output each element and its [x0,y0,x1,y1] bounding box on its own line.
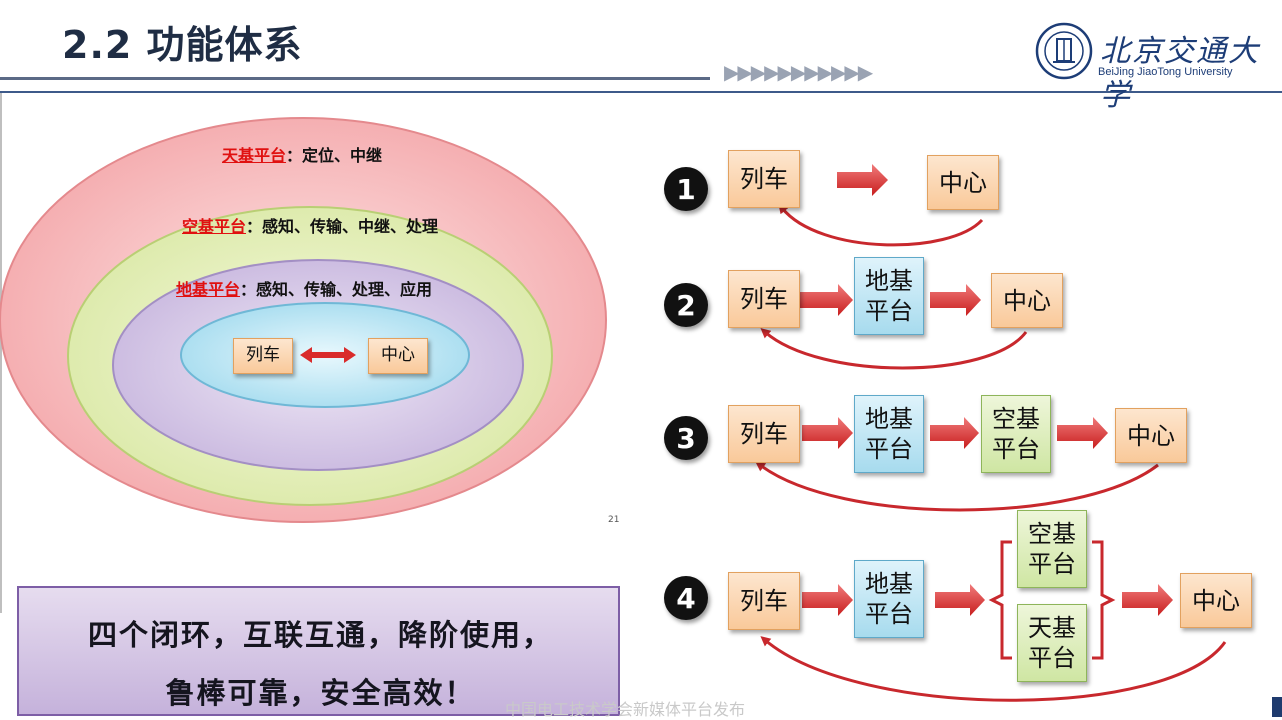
loops-diagram [755,164,1227,702]
loop4-ground-box: 地基平台 [854,560,924,638]
slogan-box: 四个闭环，互联互通，降阶使用， 鲁棒可靠，安全高效！ [17,586,620,716]
left-rule [0,93,2,613]
loop2-train-box: 列车 [728,270,800,328]
air-layer-label: 空基平台：感知、传输、中继、处理 [182,213,438,237]
nested-layers-diagram [0,117,607,523]
loop3-arrow-c-icon [1057,417,1108,449]
corner-mark [1272,697,1282,717]
bidirectional-arrow-icon [300,347,356,363]
space-layer-label: 天基平台：定位、中继 [222,142,382,166]
loop3-ground-box: 地基平台 [854,395,924,473]
loop2-number-badge: 2 [664,283,708,327]
loop4-arrow-c-icon [1122,584,1173,616]
header-divider [0,77,710,80]
air-layer-name: 空基平台 [182,217,247,236]
slogan-line-2: 鲁棒可靠，安全高效！ [165,676,476,710]
loop1-return-curve [778,203,984,247]
loop3-arrow-a-icon [802,417,853,449]
loop1-forward-arrow-icon [837,164,888,196]
loop1-train-box: 列车 [728,150,800,208]
loop4-arrow-a-icon [802,584,853,616]
loop2-arrow-b-icon [930,284,981,316]
slogan-line-1: 四个闭环，互联互通，降阶使用， [87,618,553,652]
air-layer-desc: ：感知、传输、中继、处理 [246,217,439,236]
core-center-box: 中心 [368,338,428,374]
loop3-air-box: 空基平台 [981,395,1051,473]
loop4-return-curve [760,636,1227,702]
space-layer-desc: ：定位、中继 [286,146,383,165]
loop4-arrow-b-icon [935,584,985,616]
loop4-number-badge: 4 [664,576,708,620]
loop1-center-box: 中心 [927,155,999,210]
loop3-arrow-b-icon [930,417,979,449]
loop4-space-box: 天基平台 [1017,604,1087,682]
university-seal-icon [1035,22,1093,80]
loop3-train-box: 列车 [728,405,800,463]
space-layer-name: 天基平台 [222,146,287,165]
loop4-bracket-left [988,540,1012,660]
university-name: 北京交通大学 [1100,34,1260,113]
loop4-air-box: 空基平台 [1017,510,1087,588]
loop1-number-badge: 1 [664,167,708,211]
page-number: 21 [608,515,620,525]
ground-layer-label: 地基平台：感知、传输、处理、应用 [176,276,432,300]
footer-watermark: 中国电工技术学会新媒体平台发布 [505,700,746,719]
loop4-center-box: 中心 [1180,573,1252,628]
loop2-arrow-a-icon [800,284,853,316]
page-title: 2.2 功能体系 [62,23,303,67]
loop3-return-curve [755,461,1159,512]
loop3-center-box: 中心 [1115,408,1187,463]
loop2-center-box: 中心 [991,273,1063,328]
core-train-box: 列车 [233,338,293,374]
header-chevrons: ▶▶▶▶▶▶▶▶▶▶▶ [724,60,873,84]
loop4-train-box: 列车 [728,572,800,630]
loop2-return-curve [760,328,1028,370]
loop2-ground-box: 地基平台 [854,257,924,335]
loop3-number-badge: 3 [664,416,708,460]
header-rule [0,91,1282,93]
university-english-name: BeiJing JiaoTong University [1098,66,1233,78]
ground-layer-name: 地基平台 [176,280,241,299]
ground-layer-desc: ：感知、传输、处理、应用 [240,280,433,299]
loop4-bracket-right [1092,540,1116,660]
